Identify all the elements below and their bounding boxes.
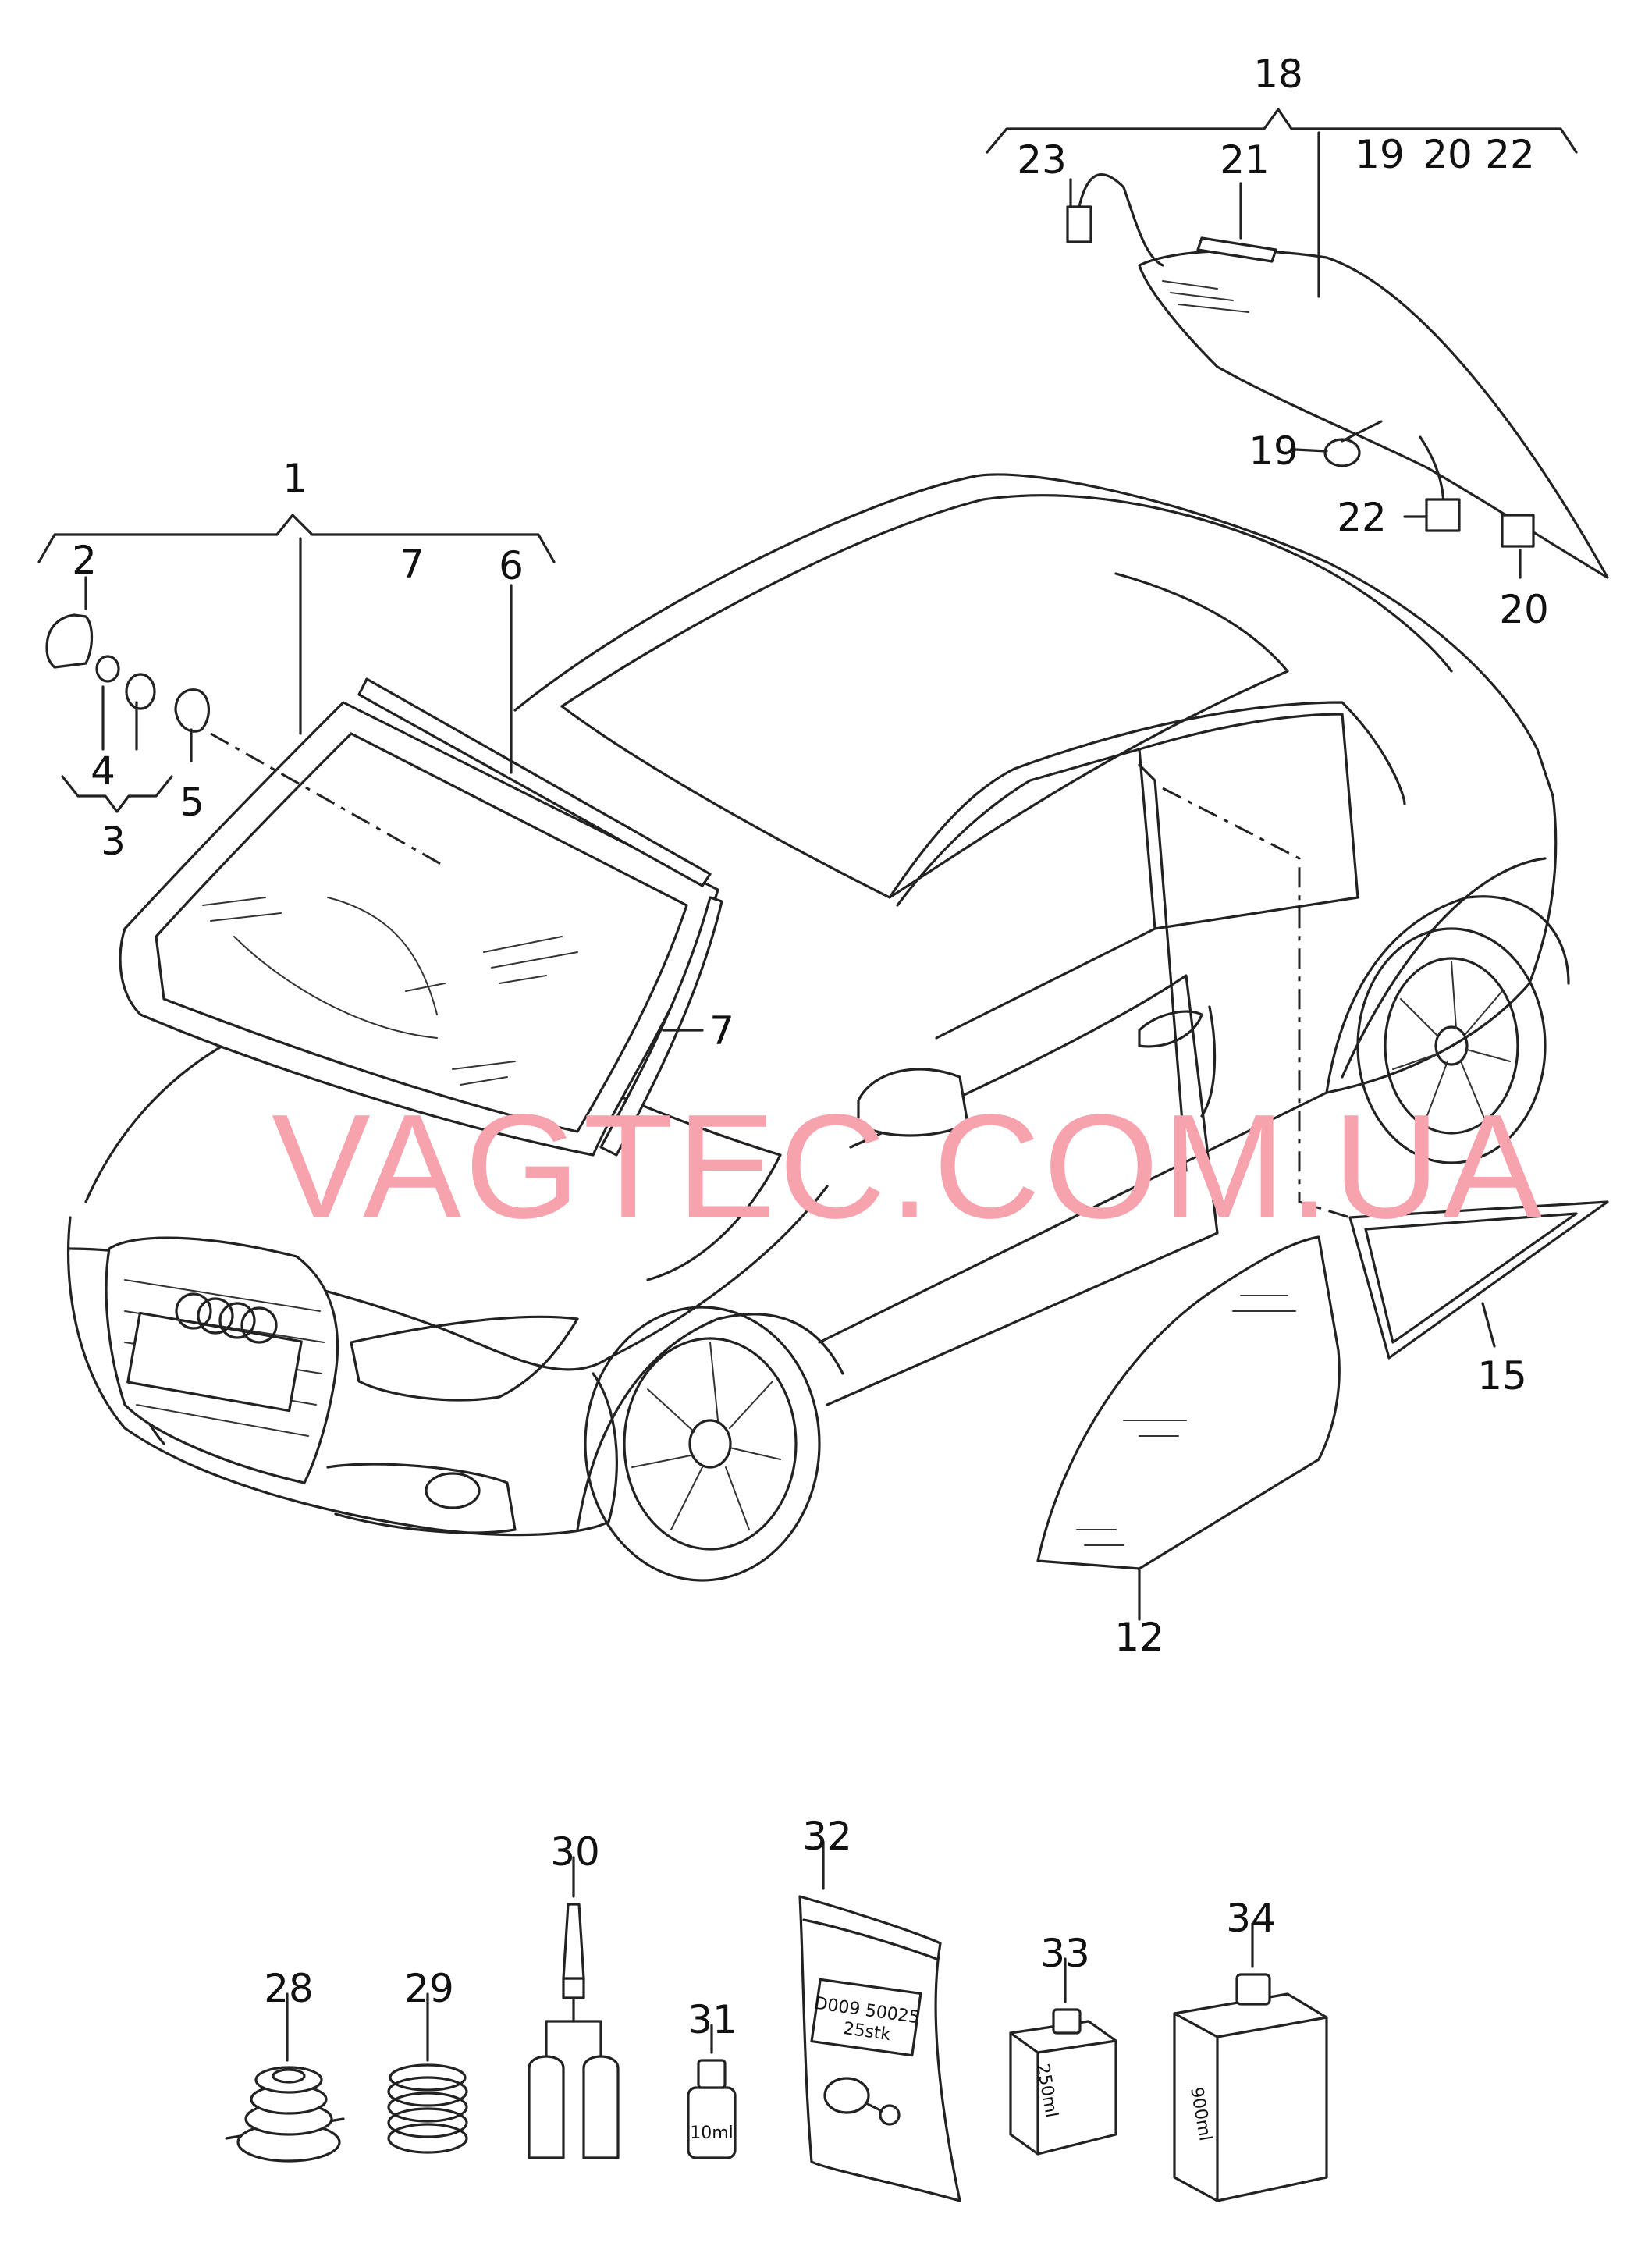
label-vial: 10ml: [690, 2124, 734, 2143]
callout-7a: 7: [400, 542, 425, 587]
callout-numbers: 1 2 7 6 4 5 3 7 15 12 18 23 21 19 20 22 …: [72, 52, 1549, 2042]
mirror-mount-parts: [45, 613, 211, 733]
callout-20b: 20: [1499, 587, 1549, 632]
callout-32: 32: [802, 1814, 852, 1859]
callout-20a: 20: [1423, 132, 1473, 177]
callout-22a: 22: [1485, 132, 1535, 177]
callout-6: 6: [499, 543, 524, 588]
callout-23: 23: [1017, 137, 1067, 183]
callout-19b: 19: [1249, 428, 1299, 474]
callout-33: 33: [1040, 1931, 1090, 1976]
callout-7b: 7: [709, 1008, 734, 1054]
car-body-illustration: [66, 473, 1570, 1582]
callout-31: 31: [687, 1997, 737, 2042]
windshield-trim-strips: [357, 677, 723, 1157]
callout-3: 3: [101, 819, 126, 864]
callout-15: 15: [1477, 1353, 1527, 1399]
windshield-glass: [119, 701, 719, 1157]
callout-4: 4: [91, 748, 115, 794]
callout-22b: 22: [1337, 495, 1387, 540]
callout-34: 34: [1226, 1896, 1276, 1941]
leader-dashed-clip: [210, 732, 446, 868]
callout-19a: 19: [1355, 132, 1405, 177]
callout-18: 18: [1253, 52, 1303, 97]
callout-28: 28: [264, 1966, 314, 2011]
callout-1: 1: [282, 456, 307, 501]
leader-dashed-quarter: [1162, 787, 1351, 1219]
callout-30: 30: [550, 1829, 600, 1875]
callout-29: 29: [404, 1966, 454, 2011]
callout-leader-lines: [37, 108, 1578, 1621]
callout-2: 2: [72, 538, 97, 583]
callout-5: 5: [179, 780, 204, 825]
watermark: VAGTEC.COM.UA: [272, 1084, 1545, 1249]
rear-window-assembly: [1066, 173, 1609, 579]
door-glass: [1036, 1235, 1341, 1570]
callout-21: 21: [1220, 137, 1270, 183]
callout-12: 12: [1114, 1615, 1164, 1660]
quarter-glass: [1348, 1200, 1609, 1360]
accessory-items: 10ml D009 50025 25stk 250ml 900ml: [225, 1840, 1328, 2202]
